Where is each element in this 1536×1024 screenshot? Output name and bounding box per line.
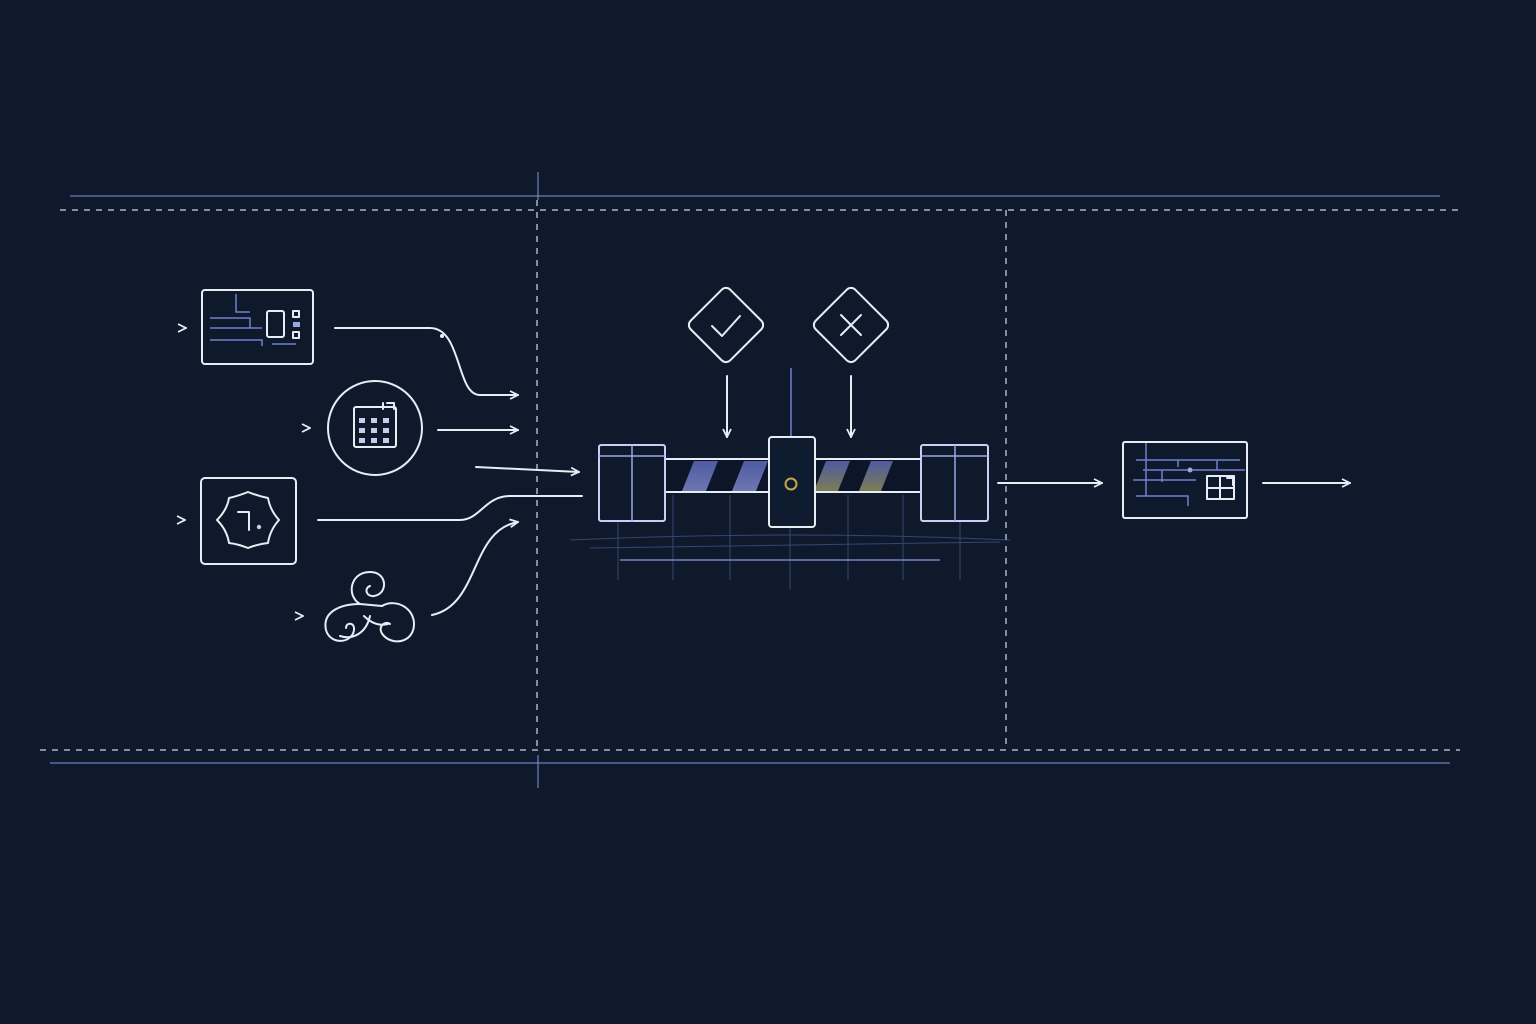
hexagon-badge-icon [200,477,297,565]
right-gate-post [920,444,989,522]
lane-boundaries [40,172,1460,788]
gate-control-box [768,436,816,528]
calendar-icon [327,380,423,476]
connectors [317,327,583,616]
left-gate-post [598,444,666,522]
triskelion-icon [324,571,415,643]
status-circle-icon [784,477,798,491]
input-arrows [105,328,310,616]
check-diamond-icon [687,286,765,438]
output-panel-icon [1122,441,1248,519]
gate-barrier [569,436,1011,590]
x-diamond-icon [812,286,890,438]
barrier-stripes [682,461,893,491]
dashboard-panel-icon [201,289,314,365]
